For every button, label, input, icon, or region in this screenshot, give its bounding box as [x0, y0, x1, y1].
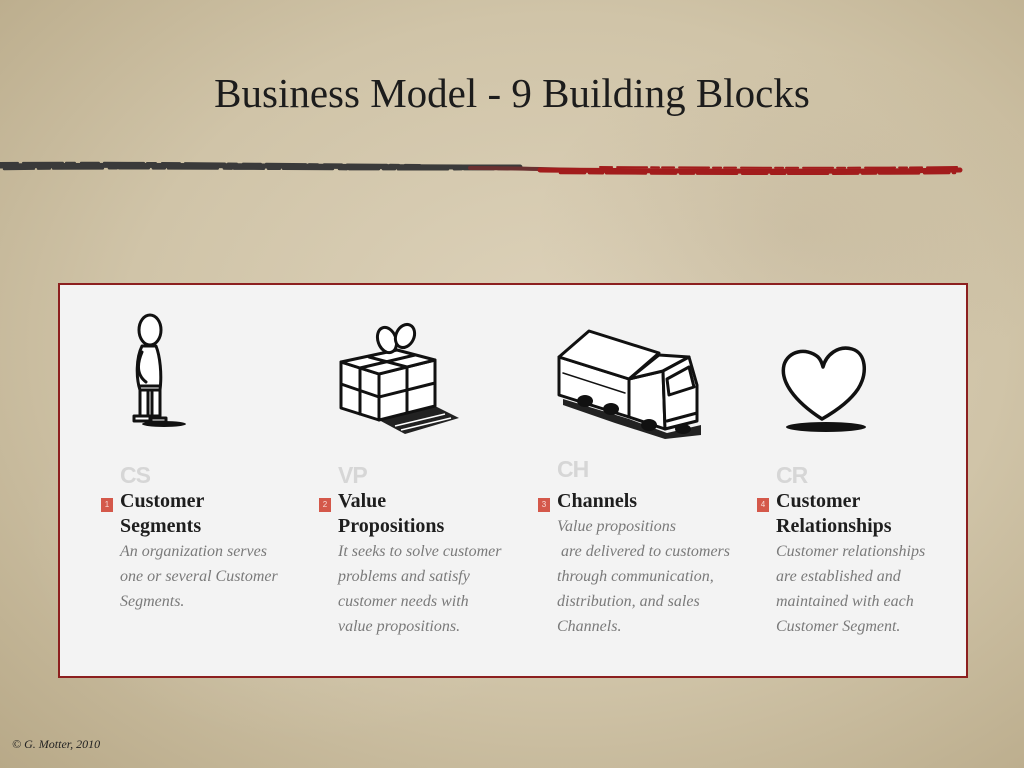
gift-icon [335, 320, 465, 438]
block-description-line: Segments. [120, 593, 185, 610]
block-description-line: are established and [776, 568, 901, 585]
slide-title: Business Model - 9 Building Blocks [214, 70, 810, 116]
block-description-line: through communication, [557, 568, 714, 585]
block-number-badge: 4 [757, 498, 769, 512]
block-number-badge: 3 [538, 498, 550, 512]
block-abbreviation: VP [338, 462, 368, 488]
block-description-line: An organization serves [120, 543, 267, 560]
block-number-badge: 2 [319, 498, 331, 512]
block-description-line: one or several Customer [120, 568, 278, 585]
block-description-line: Value propositions [557, 518, 676, 535]
block-description-line: customer needs with [338, 593, 469, 610]
block-title-line: Customer [120, 490, 205, 512]
building-block-value-propositions: 2 VP Value Propositions It seeks to solv… [319, 461, 553, 639]
block-description-line: Customer relationships [776, 543, 926, 560]
block-description-line: Customer Segment. [776, 618, 901, 635]
truck-icon [555, 325, 701, 439]
block-title-line: Propositions [338, 515, 445, 537]
block-title-line: Channels [557, 490, 638, 512]
person-icon [120, 310, 190, 430]
block-description-line: It seeks to solve customer [338, 543, 502, 560]
building-block-customer-relationships: 4 CR Customer Relationships Customer rel… [757, 461, 991, 639]
brush-divider [0, 161, 963, 175]
block-abbreviation: CR [776, 462, 808, 488]
block-abbreviation: CH [557, 456, 589, 482]
model-panel: 1 CS Customer Segments An organization s… [58, 283, 968, 678]
copyright-footer: © G. Motter, 2010 [12, 737, 101, 751]
block-description-line: distribution, and sales [557, 593, 700, 610]
block-number-badge: 1 [101, 498, 113, 512]
block-abbreviation: CS [120, 462, 151, 488]
building-block-channels: 3 CH Channels Value propositions are del… [538, 456, 772, 639]
block-title-line: Segments [120, 515, 202, 537]
block-title-line: Customer [776, 490, 861, 512]
heart-icon [778, 343, 868, 435]
block-description-line: value propositions. [338, 618, 461, 635]
block-description-line: problems and satisfy [338, 568, 470, 585]
block-description-line: maintained with each [776, 593, 914, 610]
block-description-line: are delivered to customers [561, 543, 730, 560]
block-description-line: Channels. [557, 618, 622, 635]
building-block-customer-segments: 1 CS Customer Segments An organization s… [101, 461, 335, 614]
block-title-line: Relationships [776, 515, 892, 537]
block-title-line: Value [338, 490, 387, 512]
